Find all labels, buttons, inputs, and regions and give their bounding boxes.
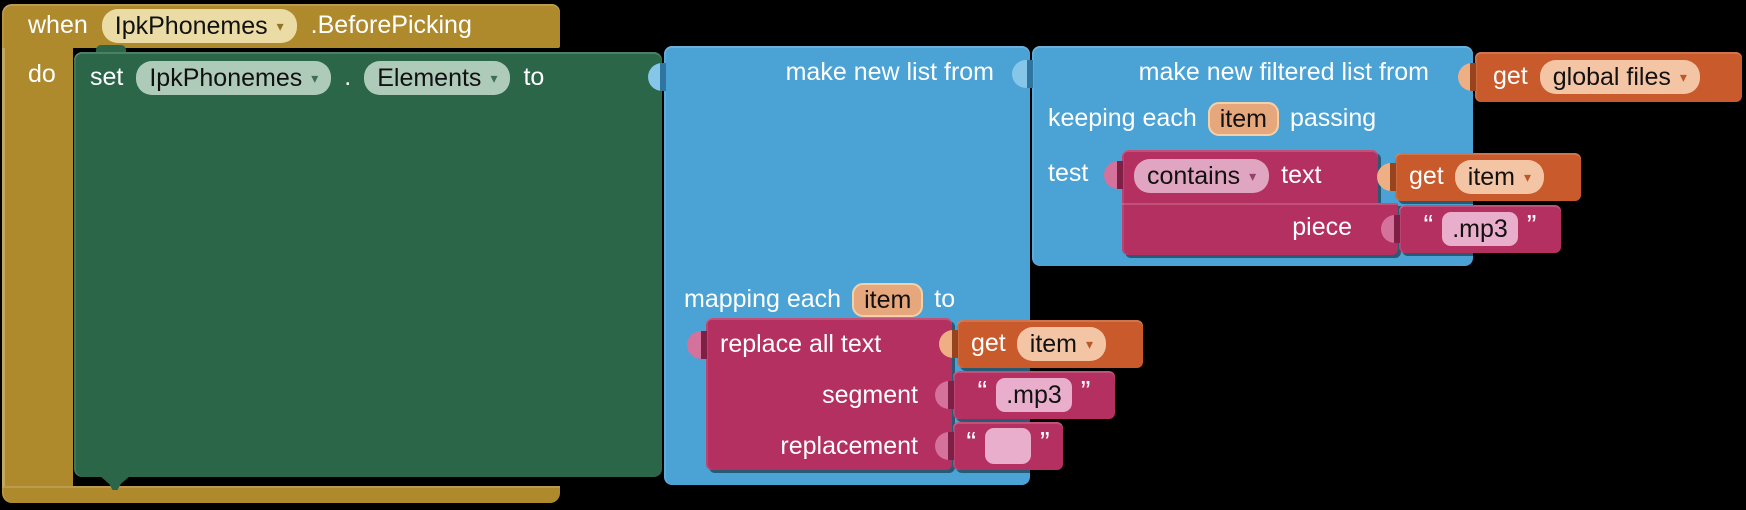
- filter-item-parameter: item: [1219, 104, 1267, 133]
- plug-connector: [648, 63, 666, 91]
- text-input-field[interactable]: .mp3: [1442, 212, 1518, 246]
- get-keyword-label: get: [971, 329, 1006, 358]
- get-item-replace-block[interactable]: get item ▾: [939, 320, 1143, 368]
- get-variable-dropdown[interactable]: item ▾: [1454, 160, 1545, 194]
- plug-connector: [1012, 60, 1033, 88]
- get-item-test-block[interactable]: get item ▾: [1377, 153, 1581, 201]
- get-variable-name: item: [1467, 162, 1515, 191]
- replace-segment-label: segment: [822, 381, 918, 409]
- plug-connector: [1458, 63, 1476, 91]
- set-component-dropdown[interactable]: IpkPhonemes ▾: [136, 61, 332, 95]
- close-quote-icon: ”: [1526, 209, 1537, 242]
- event-component-dropdown[interactable]: IpkPhonemes ▾: [101, 9, 297, 43]
- string-literal-block-piece[interactable]: “ .mp3 ”: [1381, 205, 1561, 253]
- when-event-block-bottom-bar[interactable]: [2, 486, 560, 503]
- dropdown-arrow-icon: ▾: [1524, 169, 1532, 185]
- map-mapping-prefix-label: mapping each: [684, 285, 842, 314]
- set-separator-label: .: [344, 63, 352, 92]
- replace-title-label: replace all text: [720, 330, 882, 358]
- filter-make-label: make new filtered list from: [1138, 58, 1429, 86]
- contains-text-block-piece-row[interactable]: piece: [1122, 203, 1398, 255]
- open-quote-icon: “: [1423, 209, 1434, 242]
- plug-connector: [687, 331, 707, 359]
- dropdown-arrow-icon: ▾: [311, 70, 319, 86]
- dropdown-arrow-icon: ▾: [276, 18, 284, 34]
- filter-keeping-prefix-label: keeping each: [1048, 104, 1197, 133]
- string-literal-block-segment[interactable]: “ .mp3 ”: [935, 371, 1115, 419]
- contains-text-label: text: [1281, 161, 1322, 190]
- plug-connector: [935, 381, 954, 409]
- set-component-name: IpkPhonemes: [149, 63, 303, 92]
- when-event-block-left-spine[interactable]: [2, 48, 73, 488]
- plug-connector: [935, 432, 954, 460]
- map-mapping-suffix-label: to: [934, 285, 956, 314]
- plug-connector: [1104, 161, 1123, 189]
- open-quote-icon: “: [966, 426, 976, 459]
- contains-text-block[interactable]: contains ▾ text: [1104, 150, 1378, 203]
- get-keyword-label: get: [1493, 62, 1528, 91]
- get-variable-dropdown[interactable]: item ▾: [1016, 327, 1107, 361]
- map-item-parameter-chip[interactable]: item: [852, 283, 924, 317]
- do-label: do: [28, 60, 56, 88]
- map-make-label: make new list from: [785, 58, 994, 86]
- text-input-field[interactable]: .mp3: [996, 378, 1072, 412]
- get-variable-dropdown[interactable]: global files ▾: [1539, 60, 1700, 94]
- get-variable-name: global files: [1552, 62, 1671, 91]
- set-keyword-label: set: [90, 63, 124, 92]
- set-property-block[interactable]: set IpkPhonemes ▾ . Elements ▾ to: [74, 52, 662, 477]
- filter-test-label: test: [1048, 159, 1089, 187]
- plug-connector: [939, 330, 958, 358]
- filter-item-parameter-chip[interactable]: item: [1207, 102, 1279, 136]
- dropdown-arrow-icon: ▾: [1249, 168, 1257, 184]
- filter-keeping-suffix-label: passing: [1289, 104, 1377, 133]
- get-variable-name: item: [1029, 329, 1077, 358]
- plug-connector: [1381, 215, 1400, 243]
- plug-connector: [1377, 163, 1396, 191]
- dropdown-arrow-icon: ▾: [1679, 69, 1687, 85]
- map-item-parameter: item: [864, 285, 912, 314]
- contains-piece-label: piece: [1292, 213, 1352, 241]
- close-quote-icon: ”: [1080, 375, 1091, 408]
- event-component-name: IpkPhonemes: [114, 11, 268, 40]
- dropdown-arrow-icon: ▾: [1086, 336, 1094, 352]
- open-quote-icon: “: [977, 375, 988, 408]
- when-event-block-header[interactable]: when IpkPhonemes ▾ .BeforePicking: [2, 4, 560, 48]
- set-to-label: to: [523, 63, 545, 92]
- contains-operator-dropdown[interactable]: contains ▾: [1134, 159, 1270, 193]
- set-property-name: Elements: [377, 63, 482, 92]
- replace-all-text-block[interactable]: replace all text segment replacement: [687, 318, 952, 470]
- when-keyword-label: when: [28, 11, 88, 40]
- text-input-field[interactable]: [985, 428, 1031, 464]
- get-keyword-label: get: [1409, 162, 1444, 191]
- contains-operator-name: contains: [1147, 161, 1241, 190]
- dropdown-arrow-icon: ▾: [490, 70, 498, 86]
- get-global-files-block[interactable]: get global files ▾: [1458, 52, 1742, 102]
- string-literal-block-replacement[interactable]: “ ”: [935, 422, 1063, 470]
- event-name-label: .BeforePicking: [310, 11, 472, 40]
- replace-replacement-label: replacement: [780, 432, 918, 460]
- close-quote-icon: ”: [1040, 426, 1050, 459]
- set-property-dropdown[interactable]: Elements ▾: [364, 61, 511, 95]
- set-block-top-notch-tab: [96, 45, 126, 54]
